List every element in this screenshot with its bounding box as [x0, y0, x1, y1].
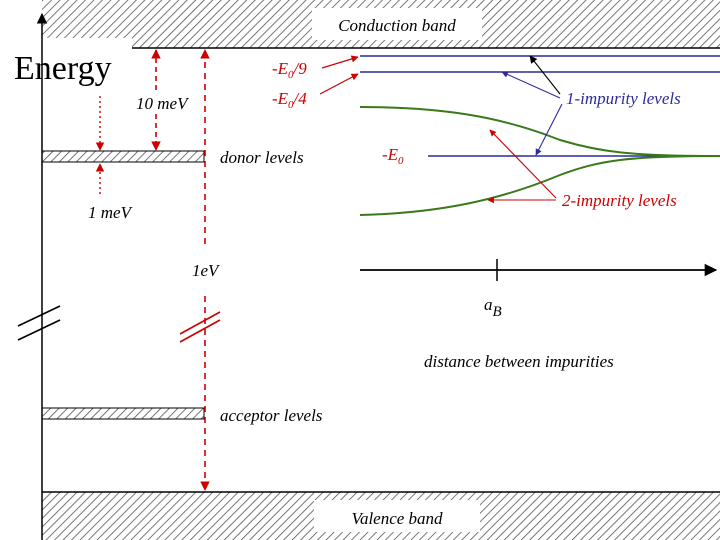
- one-ev-break-mark: [179, 319, 221, 343]
- axis-break-mark: [17, 305, 61, 327]
- one-mev-label: 1 meV: [88, 203, 134, 222]
- e0-over-9-label: -E0/9: [272, 59, 307, 81]
- axis-break-mark: [17, 319, 61, 341]
- conduction-band-label-box: [312, 8, 482, 40]
- one-ev-label: 1eV: [192, 261, 221, 280]
- donor-levels-bar: [41, 150, 205, 163]
- one-impurity-pointer: [529, 55, 561, 95]
- e0-over-4-pointer: [319, 73, 359, 95]
- valence-band-label: Valence band: [351, 509, 443, 528]
- e0-over-9-pointer: [321, 55, 359, 69]
- two-impurity-curve-lower: [359, 155, 720, 216]
- one-ev-label-box: [186, 254, 226, 282]
- donor-levels-label: donor levels: [220, 148, 304, 167]
- minus-e0-label: -E0: [382, 145, 404, 167]
- acceptor-levels-bar: [41, 407, 205, 420]
- two-impurity-pointer: [489, 129, 557, 199]
- ten-mev-label: 10 meV: [136, 94, 190, 113]
- energy-label: Energy: [14, 50, 112, 87]
- e0-over-4-label: -E0/4: [272, 89, 307, 111]
- distance-axis-label: distance between impurities: [424, 352, 614, 371]
- one-impurity-pointer: [535, 103, 563, 156]
- one-impurity-pointer: [501, 71, 561, 99]
- energy-label-box: [8, 38, 132, 94]
- two-impurity-curve-upper: [359, 106, 720, 157]
- acceptor-levels-label: acceptor levels: [220, 406, 323, 425]
- a-b-label: aB: [484, 295, 502, 320]
- valence-band-label-box: [314, 500, 480, 532]
- one-ev-break-mark: [179, 311, 221, 335]
- one-impurity-levels-label: 1-impurity levels: [566, 89, 681, 108]
- conduction-band-label: Conduction band: [338, 16, 456, 35]
- two-impurity-levels-label: 2-impurity levels: [562, 191, 677, 210]
